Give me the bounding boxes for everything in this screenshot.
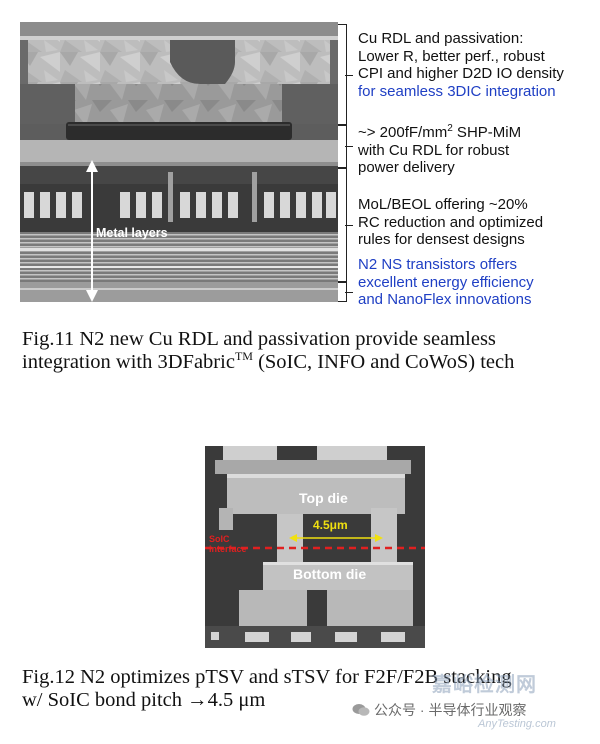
note-text-highlight: excellent energy efficiency (358, 273, 534, 291)
fig12-soic-image: Top die 4.5μm SoIC interface Bottom die (205, 446, 425, 648)
caption-line: w/ SoIC bond pitch →4.5 μm (22, 689, 266, 711)
caption-line: (SoIC, INFO and CoWoS) tech (252, 351, 515, 373)
bracket-cu-rdl (338, 24, 353, 126)
note-transistors: N2 NS transistors offers excellent energ… (358, 256, 534, 309)
note-mim: ~> 200fF/mm2 SHP-MiM with Cu RDL for rob… (358, 124, 521, 177)
note-superscript: 2 (447, 123, 453, 134)
note-text-highlight: N2 NS transistors offers (358, 256, 517, 273)
note-text: Lower R, better perf., robust (358, 47, 545, 65)
bracket-transistors (338, 282, 353, 302)
note-text: ~> 200fF/mm (358, 124, 448, 141)
fig11-caption: Fig.11 N2 new Cu RDL and passivation pro… (22, 328, 514, 374)
note-text: MoL/BEOL offering ~20% (358, 196, 528, 213)
note-text: power delivery (358, 159, 455, 176)
metal-layers-label: Metal layers (96, 226, 168, 240)
bottom-die-label: Bottom die (293, 566, 367, 582)
note-text: rules for densest designs (358, 231, 525, 248)
wechat-source-text: 公众号 · 半导体行业观察 (374, 702, 527, 718)
watermark-url: AnyTesting.com (478, 718, 556, 730)
top-die-label: Top die (299, 490, 348, 506)
interface-label-line: interface (209, 544, 247, 554)
caption-line: Fig.12 N2 optimizes pTSV and sTSV for F2… (22, 666, 512, 688)
fig11-cross-section-image: Metal layers (20, 22, 338, 302)
soic-interface-label: SoIC interface (209, 534, 247, 554)
note-text-highlight: for seamless 3DIC integration (358, 82, 556, 100)
pitch-label: 4.5μm (313, 518, 348, 532)
note-text: SHP-MiM (452, 124, 522, 141)
caption-line: integration with 3DFabric (22, 351, 235, 373)
bracket-mim (338, 124, 353, 168)
caption-line: Fig.11 N2 new Cu RDL and passivation pro… (22, 328, 496, 350)
note-text-highlight: and NanoFlex innovations (358, 291, 532, 308)
note-text: CPI and higher D2D IO density (358, 65, 564, 82)
note-text: with Cu RDL for robust (358, 141, 510, 159)
fig12-caption: Fig.12 N2 optimizes pTSV and sTSV for F2… (22, 666, 512, 712)
bracket-beol (338, 168, 353, 282)
trademark-superscript: TM (234, 349, 253, 364)
watermark-text: 嘉峪检测网 (432, 674, 537, 696)
note-text: RC reduction and optimized (358, 213, 544, 231)
note-cu-rdl: Cu RDL and passivation: Lower R, better … (358, 30, 564, 100)
note-beol: MoL/BEOL offering ~20% RC reduction and … (358, 196, 543, 249)
note-text: Cu RDL and passivation: (358, 30, 524, 47)
fig12-sem-graphic (205, 446, 425, 648)
wechat-icon (352, 704, 370, 716)
fig11-sem-graphic (20, 22, 338, 302)
wechat-source-tag: 公众号 · 半导体行业观察 (352, 700, 526, 720)
interface-label-line: SoIC (209, 534, 230, 544)
